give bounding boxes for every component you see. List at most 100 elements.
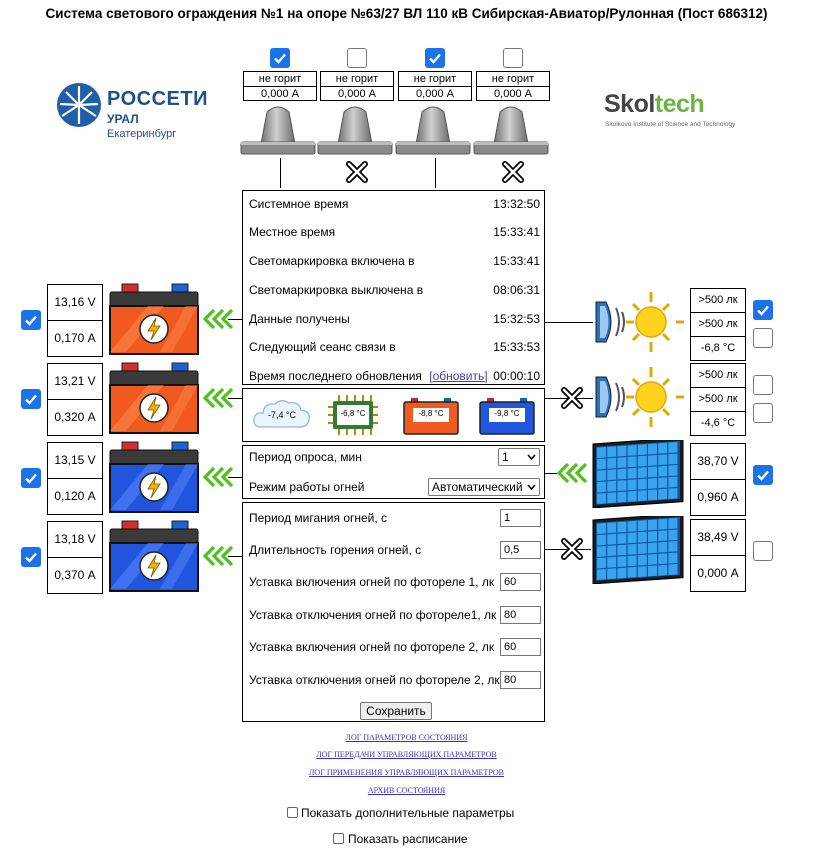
setting-label: Уставка включения огней по фотореле 1, л…	[249, 575, 495, 589]
lamp-4-fault-icon	[501, 160, 525, 184]
solar-current: 0,960 А	[697, 490, 739, 504]
setting-label: Период мигания огней, с	[249, 511, 388, 525]
air-temp-cloud: -7,4 °C	[251, 397, 313, 431]
rosseti-logo: РОССЕТИ УРАЛ Екатеринбург	[56, 82, 207, 146]
status-archive-link[interactable]: АРХИВ СОСТОЯНИЯ	[367, 786, 446, 795]
battery-4-flow-arrows-icon	[202, 545, 236, 567]
chip-icon	[328, 395, 378, 435]
setting-input[interactable]: 60	[500, 638, 541, 656]
skoltech-name-a: Skol	[604, 90, 655, 118]
info-value: 15:33:53	[493, 340, 540, 354]
lamp-current: 0,000 А	[261, 88, 299, 100]
setting-input[interactable]: 0,5	[500, 541, 541, 559]
lamp-current: 0,000 А	[338, 88, 376, 100]
battery-blue-temp-value: -9,8 °C	[494, 409, 520, 418]
battery-3-checkbox[interactable]	[21, 468, 41, 488]
solar-panel-1-readings: 38,70 V 0,960 А	[690, 443, 746, 516]
refresh-link[interactable]: [обновить]	[429, 369, 488, 383]
mode-select[interactable]: Автоматический	[428, 478, 540, 496]
rosseti-region: УРАЛ	[107, 112, 139, 126]
lamp-status: не горит	[399, 72, 471, 87]
battery-3-flow-arrows-icon	[202, 466, 236, 488]
info-label: Светомаркировка выключена в	[249, 283, 424, 297]
light-level-2: >500 лк	[691, 388, 745, 412]
setting-row: Уставка отключения огней по фотореле1, л…	[249, 607, 540, 623]
last-update-value: 00:00:10	[493, 369, 540, 383]
battery-2-wire	[228, 398, 242, 399]
photo-sensor-2-relay-1-checkbox[interactable]	[753, 375, 773, 395]
lamp-2-checkbox[interactable]	[347, 48, 367, 68]
setting-input[interactable]: 1	[500, 509, 541, 527]
battery-blue-temp: -9,8 °C	[479, 397, 535, 435]
checkmark-icon	[757, 305, 769, 316]
photo-sensor-2-readings: >500 лк>500 лк-4,6 °C	[690, 363, 746, 436]
show-extra-checkbox[interactable]	[287, 807, 298, 818]
lamp-1-wire	[280, 158, 281, 188]
sensor-temp: -4,6 °C	[700, 417, 736, 429]
info-label: Местное время	[249, 225, 336, 239]
signal-lamp-icon	[316, 104, 394, 158]
info-value: 08:06:31	[493, 283, 540, 297]
control-transfer-log-link[interactable]: ЛОГ ПЕРЕДАЧИ УПРАВЛЯЮЩИХ ПАРАМЕТРОВ	[316, 750, 497, 759]
lamp-status: не горит	[244, 72, 316, 87]
lamp-1-checkbox[interactable]	[270, 48, 290, 68]
setting-input[interactable]: 80	[500, 606, 541, 624]
battery-current: 0,170 А	[54, 331, 96, 345]
setting-row: Уставка отключения огней по фотореле 2, …	[249, 672, 540, 688]
signal-lamp-icon	[472, 104, 550, 158]
solar-panel-1-checkbox[interactable]	[753, 465, 773, 485]
setting-row: Уставка включения огней по фотореле 2, л…	[249, 639, 540, 655]
solar-panel-2-icon	[592, 513, 686, 585]
show-schedule-checkbox[interactable]	[333, 833, 344, 844]
battery-current: 0,320 А	[54, 410, 96, 424]
save-button[interactable]: Сохранить	[360, 702, 432, 720]
photo-sensor-2-fault-icon	[560, 386, 584, 410]
setting-label: Уставка отключения огней по фотореле1, л…	[249, 608, 497, 622]
battery-4-checkbox[interactable]	[21, 547, 41, 567]
solar-panel-1-flow-arrows-icon	[556, 462, 590, 484]
polling-period-select[interactable]: 1	[498, 448, 540, 466]
lamp-status: не горит	[321, 72, 393, 87]
photo-sensor-1-relay-2-checkbox[interactable]	[753, 328, 773, 348]
battery-voltage: 13,18 V	[48, 522, 102, 558]
skoltech-subtitle: Skolkovo Institute of Science and Techno…	[605, 121, 736, 128]
lamp-4-checkbox[interactable]	[503, 48, 523, 68]
status-log-link[interactable]: ЛОГ ПАРАМЕТРОВ СОСТОЯНИЯ	[345, 733, 468, 742]
battery-voltage: 13,21 V	[48, 364, 102, 400]
battery-1-flow-arrows-icon	[202, 308, 236, 330]
setting-row: Уставка включения огней по фотореле 1, л…	[249, 574, 540, 590]
control-apply-log-link[interactable]: ЛОГ ПРИМЕНЕНИЯ УПРАВЛЯЮЩИХ ПАРАМЕТРОВ	[309, 768, 504, 777]
rosseti-city: Екатеринбург	[107, 128, 177, 140]
setting-input[interactable]: 60	[500, 573, 541, 591]
light-level-2: >500 лк	[691, 313, 745, 337]
battery-4-icon	[108, 519, 200, 593]
photo-sensor-1-relay-1-checkbox[interactable]	[753, 300, 773, 320]
solar-voltage: 38,70 V	[691, 444, 745, 480]
skoltech-logo: Skoltech Skolkovo Institute of Science a…	[604, 90, 744, 134]
setting-row: Период мигания огней, с	[249, 510, 540, 526]
setting-label: Уставка включения огней по фотореле 2, л…	[249, 640, 495, 654]
solar-panel-2-fault-icon	[560, 537, 584, 561]
photo-sensor-1-readings: >500 лк>500 лк-6,8 °C	[690, 288, 746, 361]
battery-current: 0,370 А	[54, 568, 96, 582]
skoltech-name-b: tech	[654, 90, 705, 118]
info-label: Следующий сеанс связи в	[249, 340, 396, 354]
air-temp: -7,4 °C	[267, 410, 297, 420]
battery-1-checkbox[interactable]	[21, 310, 41, 330]
photo-sensor-2-relay-2-checkbox[interactable]	[753, 403, 773, 423]
checkmark-icon	[25, 473, 37, 484]
info-value: 15:32:53	[493, 312, 540, 326]
lamp-3-checkbox[interactable]	[425, 48, 445, 68]
solar-panel-2-checkbox[interactable]	[753, 541, 773, 561]
setting-row: Длительность горения огней, с	[249, 542, 540, 558]
battery-2-checkbox[interactable]	[21, 389, 41, 409]
battery-1-wire	[228, 319, 242, 320]
setting-input[interactable]: 80	[500, 671, 541, 689]
info-value: 15:33:41	[493, 225, 540, 239]
